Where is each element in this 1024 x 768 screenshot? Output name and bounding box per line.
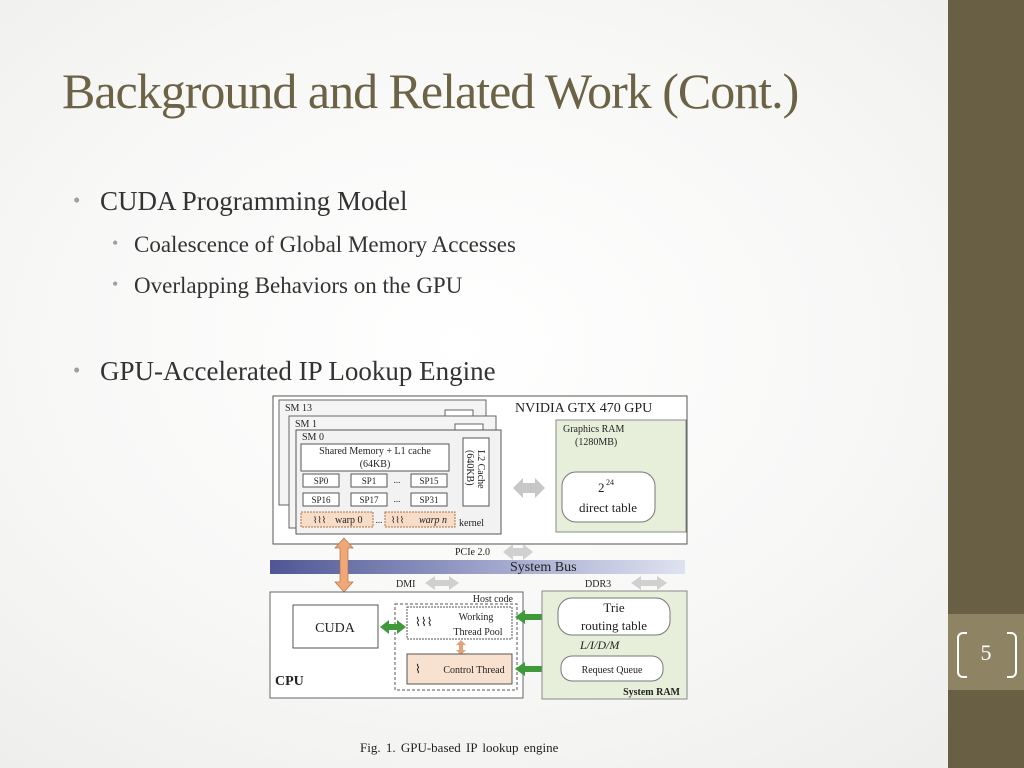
dmi-label: DMI — [396, 579, 415, 590]
bullet-item: • GPU-Accelerated IP Lookup Engine — [73, 356, 496, 387]
thread-pool-label: Thread Pool — [453, 627, 502, 638]
double-arrow-icon — [513, 478, 545, 498]
thread-squiggle-icon: ⌇⌇⌇ — [415, 615, 433, 629]
figure-caption: Fig. 1. GPU-based IP lookup engine — [360, 740, 559, 755]
sp-label: SP31 — [419, 495, 438, 505]
warp-ellipsis: ... — [376, 515, 383, 525]
routing-table-label: routing table — [581, 618, 647, 633]
thread-squiggle-icon: ⌇ — [415, 662, 421, 676]
cuda-box — [292, 604, 379, 649]
sp-label: SP0 — [314, 476, 329, 486]
graphics-ram-size: (1280MB) — [575, 437, 617, 448]
warp-label: warp n — [419, 515, 447, 526]
sp-ellipsis: ... — [394, 475, 401, 485]
sm1-label: SM 1 — [295, 419, 317, 430]
ddr3-arrow-icon — [631, 576, 667, 590]
sp-label: SP17 — [359, 495, 379, 505]
control-thread-box — [406, 653, 513, 685]
thread-squiggle-icon: ⌇⌇⌇ — [313, 515, 326, 525]
trie-box — [557, 597, 671, 636]
slide-title: Background and Related Work (Cont.) — [62, 63, 799, 119]
direct-table-base: 2 — [598, 480, 605, 495]
trie-label: Trie — [603, 600, 624, 615]
sp-box — [350, 473, 388, 488]
bullet-dot-icon: • — [112, 233, 119, 253]
warp-box — [384, 511, 456, 528]
shared-memory-box — [300, 443, 450, 472]
sp-box — [410, 492, 448, 507]
request-queue-label: Request Queue — [582, 665, 643, 676]
cuda-label: CUDA — [315, 621, 356, 636]
sub-bullet-item: • Overlapping Behaviors on the GPU — [112, 273, 463, 299]
bullet-dot-icon: • — [73, 188, 81, 212]
warp-box — [300, 511, 374, 528]
thread-squiggle-icon: ⌇⌇⌇ — [391, 515, 404, 525]
small-vertical-arrow-icon — [456, 640, 466, 655]
system-bus-label: System Bus — [510, 560, 577, 575]
bullet-text: Overlapping Behaviors on the GPU — [134, 273, 463, 298]
sp-box — [410, 473, 448, 488]
sp-label: SP15 — [419, 476, 439, 486]
direct-table-box — [561, 471, 656, 523]
bullet-dot-icon: • — [112, 274, 119, 294]
ddr3-label: DDR3 — [585, 579, 611, 590]
sp-box — [350, 492, 388, 507]
host-code-label: Host code — [473, 594, 514, 605]
sm0-label: SM 0 — [302, 432, 324, 443]
bullet-text: Coalescence of Global Memory Accesses — [134, 232, 516, 257]
green-arrow-icon — [515, 610, 562, 624]
sp-box — [302, 473, 340, 488]
dmi-arrow-icon — [425, 576, 459, 590]
bullet-dot-icon: • — [73, 358, 81, 382]
sp-ellipsis: ... — [394, 494, 401, 504]
l2-cache-size: (640KB) — [464, 450, 475, 486]
shared-memory-size: (64KB) — [360, 459, 391, 470]
warp-label: warp 0 — [335, 515, 363, 526]
sp-label: SP1 — [362, 476, 377, 486]
lidm-label: L/I/D/M — [579, 638, 620, 652]
l2-cache-label: L2 Cache — [475, 450, 486, 489]
green-arrow-icon — [515, 662, 562, 676]
request-queue-box — [560, 655, 664, 682]
host-code-box — [394, 603, 518, 691]
page-bracket-right — [1007, 632, 1017, 678]
architecture-figure: NVIDIA GTX 470 GPU SM 13 SM 1 SM 0 Share… — [265, 392, 695, 707]
bullet-item: • CUDA Programming Model — [73, 186, 408, 217]
direct-table-label: direct table — [579, 500, 637, 515]
architecture-diagram: NVIDIA GTX 470 GPU SM 13 SM 1 SM 0 Share… — [269, 395, 688, 700]
bullet-text: CUDA Programming Model — [100, 186, 408, 216]
cpu-label: CPU — [275, 674, 304, 689]
sp-box — [302, 492, 340, 507]
thread-pool-box — [406, 606, 513, 640]
l2-cache-box — [462, 437, 490, 507]
pcie-arrow-icon — [503, 544, 533, 560]
graphics-ram-label: Graphics RAM — [563, 424, 624, 435]
direct-table-exponent: 24 — [606, 478, 614, 487]
pcie-label: PCIe 2.0 — [455, 547, 490, 558]
thread-pool-label: Working — [459, 612, 494, 623]
bullet-text: GPU-Accelerated IP Lookup Engine — [100, 356, 496, 386]
sp-label: SP16 — [311, 495, 331, 505]
control-thread-label: Control Thread — [443, 665, 504, 676]
gpu-title: NVIDIA GTX 470 GPU — [515, 401, 652, 416]
sm13-label: SM 13 — [285, 403, 312, 414]
page-bracket-left — [957, 632, 967, 678]
green-arrow-icon — [380, 620, 406, 634]
sub-bullet-item: • Coalescence of Global Memory Accesses — [112, 232, 516, 258]
system-ram-label: System RAM — [623, 687, 680, 698]
kernel-label: kernel — [459, 518, 484, 529]
system-bus — [270, 560, 685, 574]
shared-memory-label: Shared Memory + L1 cache — [319, 446, 431, 457]
page-number: 5 — [980, 640, 992, 665]
